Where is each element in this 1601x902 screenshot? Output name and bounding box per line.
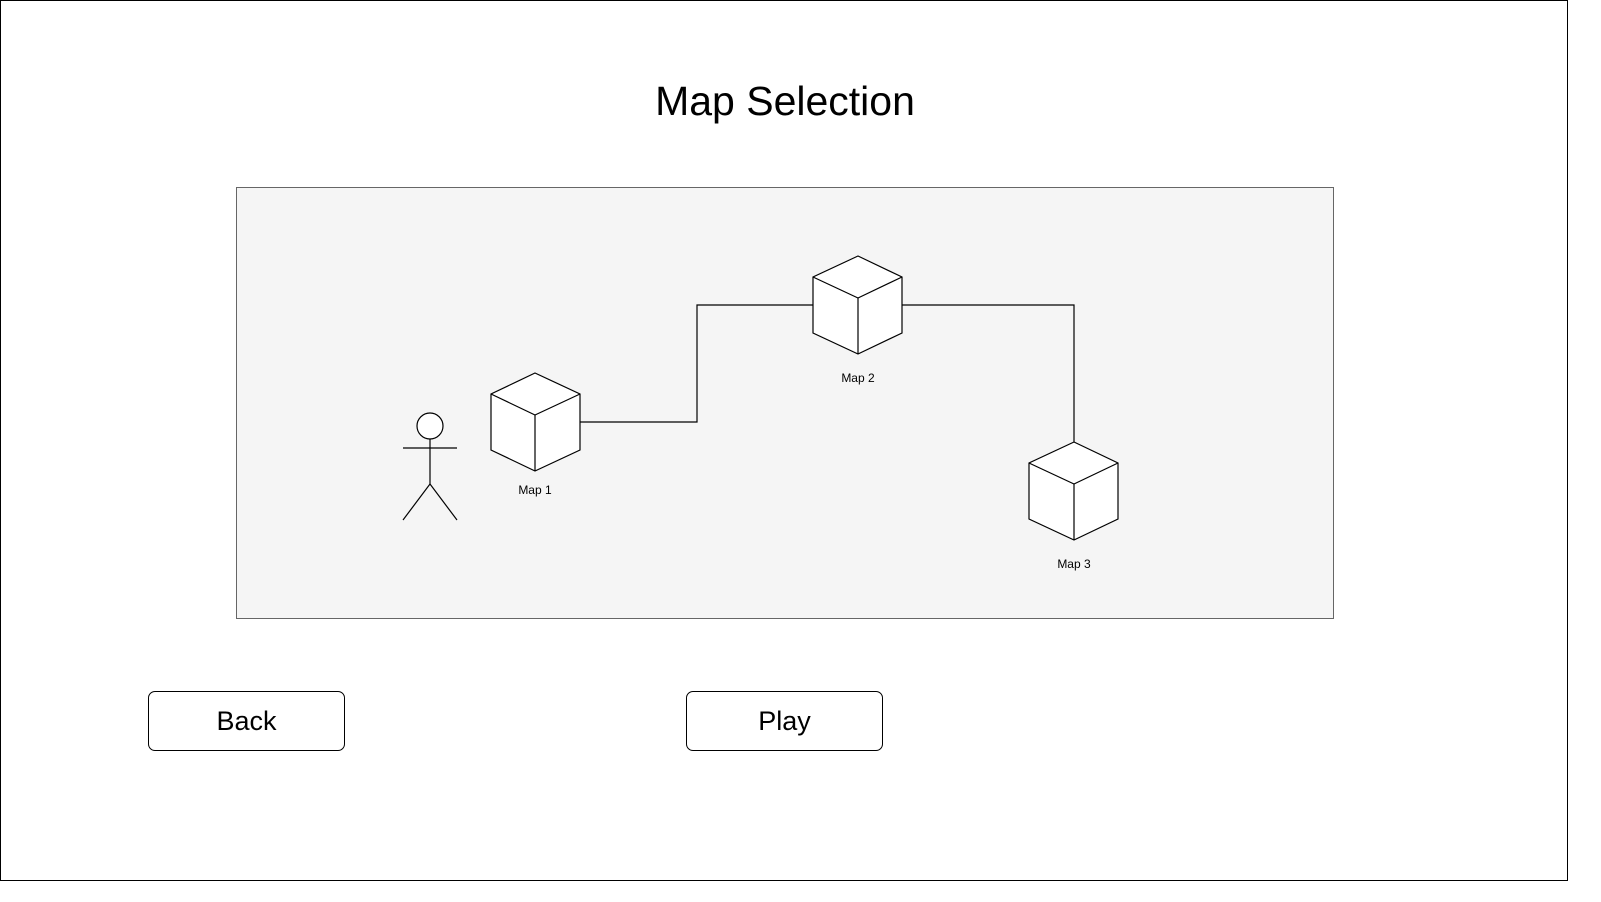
map-node-label: Map 3: [1057, 557, 1091, 571]
map-node-3[interactable]: Map 3: [1028, 441, 1119, 571]
stick-figure-icon: [402, 412, 458, 521]
map-node-1[interactable]: Map 1: [490, 372, 581, 497]
page-title: Map Selection: [655, 78, 915, 124]
play-button[interactable]: Play: [686, 691, 883, 751]
map-background: [236, 187, 1334, 619]
map-canvas: Map 1 Map 2 Map 3: [236, 187, 1334, 619]
cube-icon: [1028, 441, 1119, 541]
map-path-1-2: [580, 304, 813, 423]
map-node-label: Map 2: [841, 371, 875, 385]
screen-frame: Map Selection Map 1: [0, 0, 1568, 881]
map-node-2[interactable]: Map 2: [812, 255, 903, 385]
map-path-2-3: [902, 304, 1075, 443]
cube-icon: [812, 255, 903, 355]
map-node-label: Map 1: [518, 483, 552, 497]
map-panel: Map 1 Map 2 Map 3: [236, 187, 1334, 619]
cube-icon: [490, 372, 581, 472]
back-button[interactable]: Back: [148, 691, 345, 751]
